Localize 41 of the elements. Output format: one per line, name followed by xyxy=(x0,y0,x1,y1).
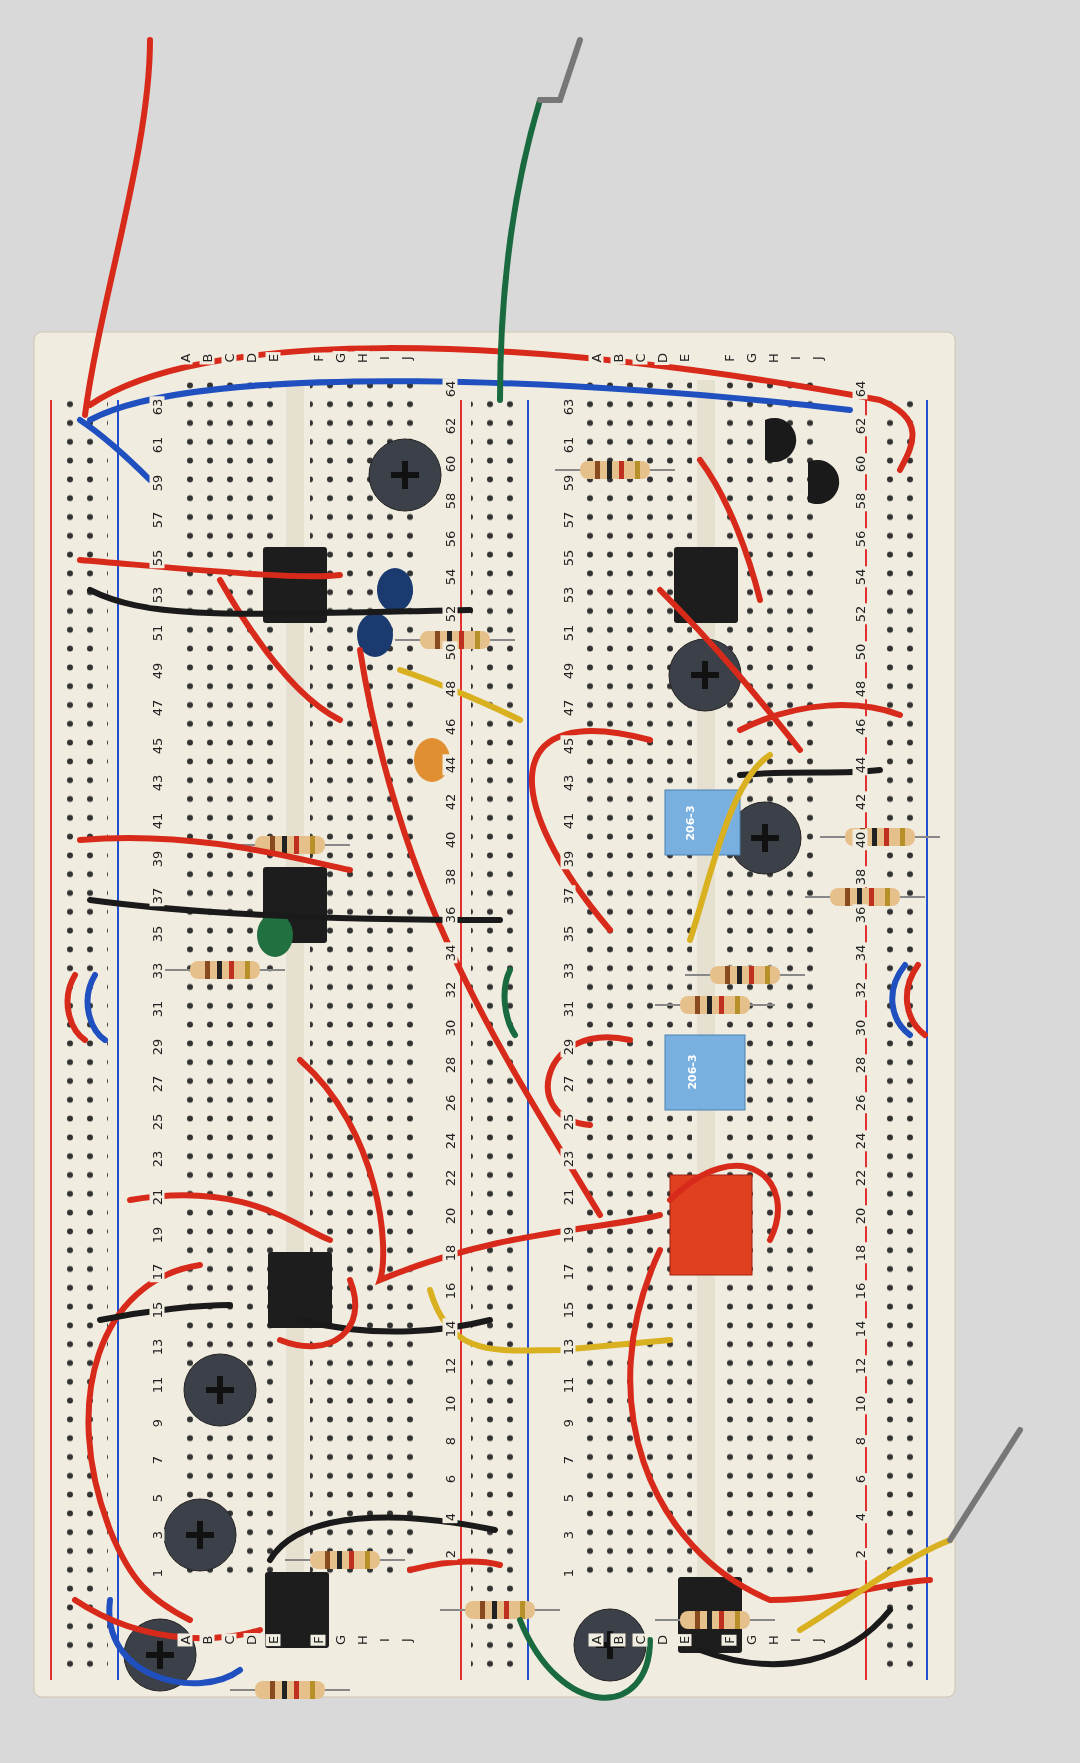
row-number: 50 xyxy=(442,641,458,663)
row-number: 64 xyxy=(852,378,868,399)
row-number: 19 xyxy=(560,1224,576,1245)
row-number: 45 xyxy=(560,735,576,757)
column-letter: F xyxy=(310,352,326,364)
row-number: 17 xyxy=(149,1261,165,1283)
column-letter: C xyxy=(221,1633,237,1647)
column-letter: A xyxy=(588,351,604,365)
row-number: 59 xyxy=(149,472,165,493)
row-number: 25 xyxy=(560,1111,576,1133)
column-letter: C xyxy=(632,1633,648,1647)
column-letter: H xyxy=(354,351,370,365)
column-letter: B xyxy=(199,1633,215,1647)
row-number: 36 xyxy=(852,904,868,926)
row-number: 63 xyxy=(149,397,165,418)
column-letter: B xyxy=(610,351,626,365)
row-number: 55 xyxy=(149,547,165,569)
row-number: 34 xyxy=(442,942,458,963)
part-number: 206-3 xyxy=(686,1054,698,1090)
row-number: 23 xyxy=(560,1149,576,1170)
row-number: 44 xyxy=(442,754,458,775)
column-letter: B xyxy=(199,351,215,365)
row-number: 37 xyxy=(149,885,165,907)
part-number: 206-3 xyxy=(684,805,696,841)
column-letter: F xyxy=(721,1634,737,1646)
column-letter: B xyxy=(610,1633,626,1647)
row-number: 64 xyxy=(442,378,458,399)
row-number: 44 xyxy=(852,754,868,775)
column-letter: F xyxy=(310,1634,326,1646)
row-number: 29 xyxy=(560,1036,576,1057)
row-number: 48 xyxy=(442,679,458,700)
column-letter: C xyxy=(221,351,237,365)
row-number: 14 xyxy=(442,1318,458,1339)
row-number: 18 xyxy=(442,1243,458,1264)
row-number: 53 xyxy=(149,585,165,606)
column-letter: A xyxy=(588,1633,604,1647)
column-letter: C xyxy=(632,351,648,365)
column-letter: A xyxy=(177,1633,193,1647)
row-number: 40 xyxy=(852,829,868,851)
row-number: 36 xyxy=(442,904,458,926)
row-number: 39 xyxy=(560,848,576,869)
